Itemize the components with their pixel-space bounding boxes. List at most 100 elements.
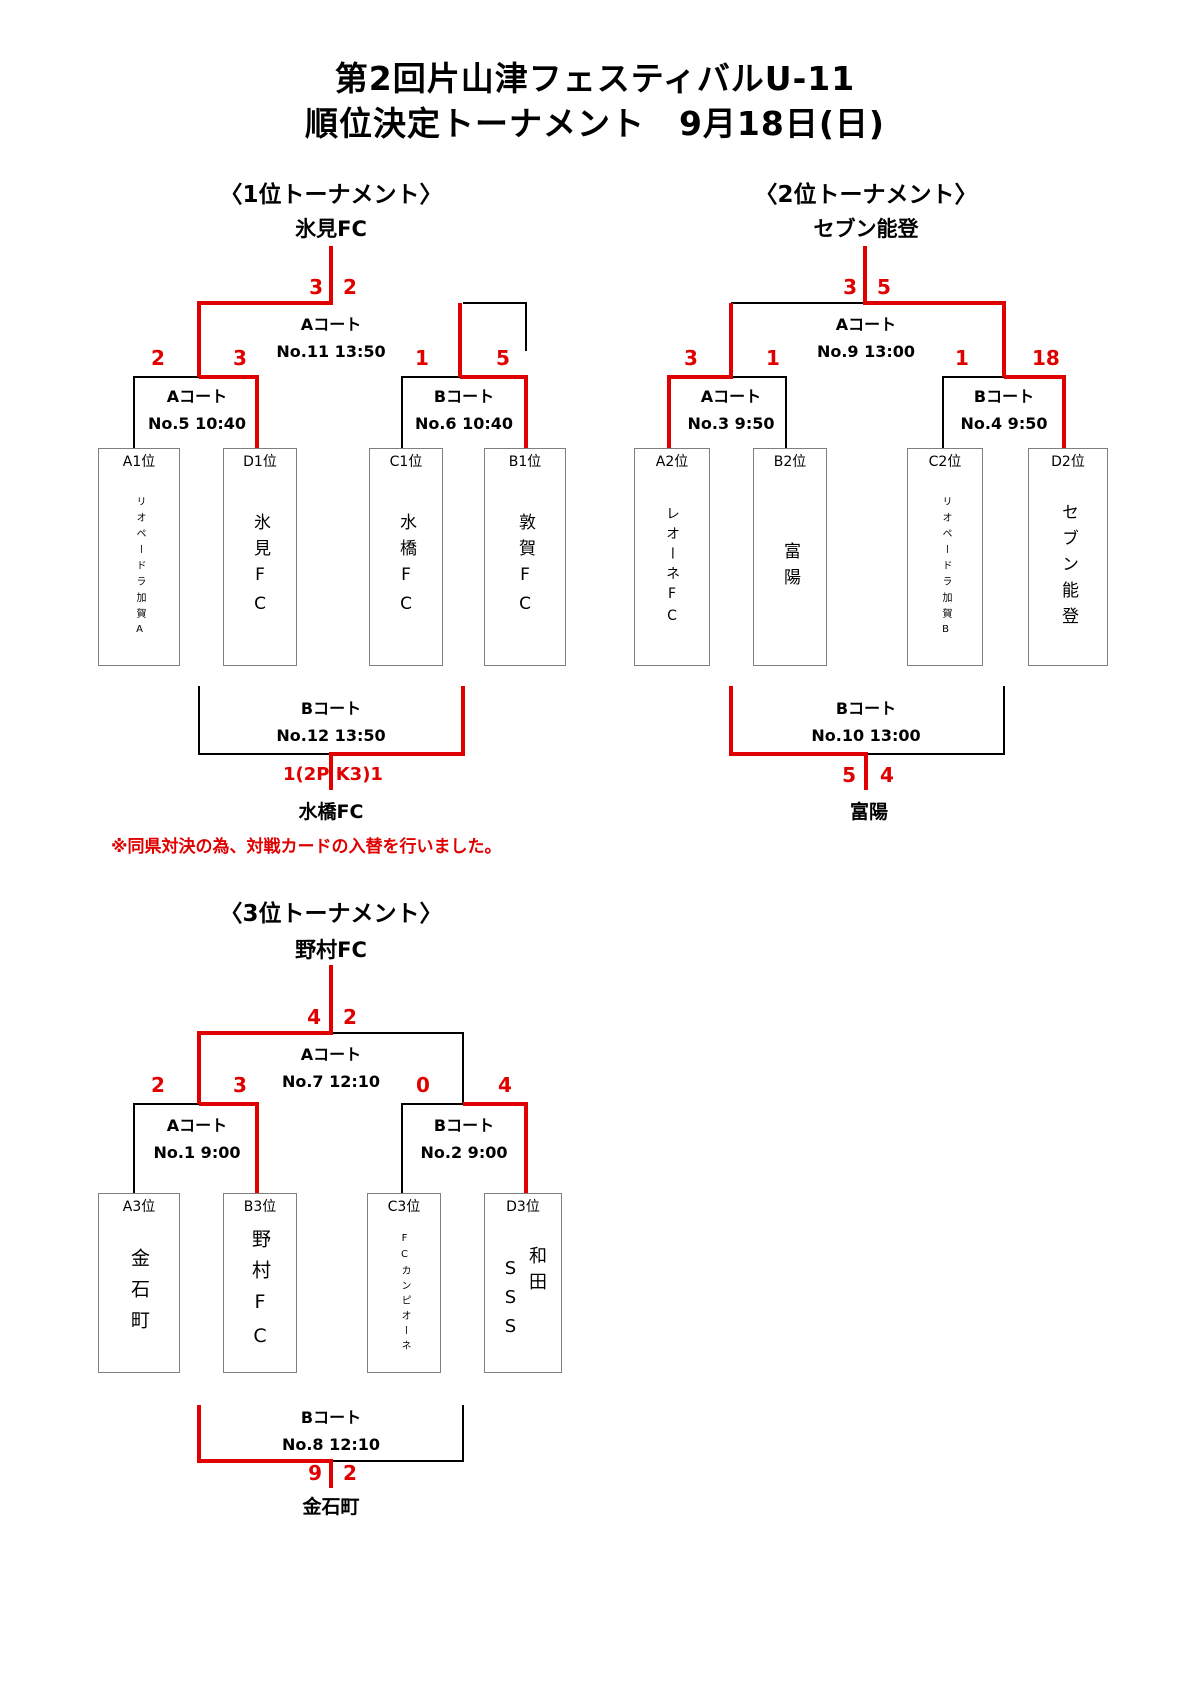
t2-semi-right-court: Bコート	[973, 387, 1035, 406]
t1-final-score-right: 2	[343, 275, 357, 299]
t1-team-seed-b1: B1位	[508, 454, 542, 470]
t3-third-winner: 金石町	[302, 1496, 360, 1518]
t3-team-seed-a3: A3位	[122, 1199, 156, 1215]
t2-team-box-a2: A2位 レオーネFC	[634, 448, 710, 666]
t1-team-box-b1: B1位 敦賀FC	[484, 448, 566, 666]
t3-team-seed-d3: D3位	[506, 1199, 540, 1215]
t1-team-seed-c1: C1位	[389, 454, 423, 470]
t2-semi-right-score-left: 1	[955, 346, 969, 370]
t3-team-seed-b3: B3位	[243, 1199, 277, 1215]
t1-semi-right-score-right: 5	[496, 346, 510, 370]
t1-note: ※同県対決の為、対戦カードの入替を行いました。	[111, 837, 502, 857]
t2-semi-left-match: No.3 9:50	[687, 414, 775, 433]
t3-final-score-left: 4	[307, 1005, 321, 1029]
t3-final-court: Aコート	[300, 1045, 362, 1064]
t2-third-winner: 富陽	[849, 801, 889, 823]
t1-final-score-left: 3	[309, 275, 323, 299]
page-subtitle: 順位決定トーナメント 9月18日(日)	[304, 104, 886, 143]
t3-team-name-d3-col2: 和田	[526, 1246, 547, 1298]
t1-final-info: Aコート No.11 13:50	[276, 311, 385, 365]
t1-third-score: 1(2P K3)1	[283, 764, 383, 785]
t1-heading: 〈1位トーナメント〉	[219, 182, 443, 208]
t1-semi-left-win-path	[199, 375, 259, 448]
t1-semi-right-win-path	[460, 375, 528, 448]
t1-third-left-line	[198, 686, 331, 755]
t2-semi-right-score-right: 18	[1032, 346, 1060, 370]
t3-semi-left-match: No.1 9:00	[153, 1143, 241, 1162]
t3-final-info: Aコート No.7 12:10	[282, 1041, 380, 1095]
t2-lines	[667, 246, 1066, 790]
t1-semi-left-score-left: 2	[151, 346, 165, 370]
t2-heading: 〈2位トーナメント〉	[754, 182, 978, 208]
t1-semi-right-info: Bコート No.6 10:40	[415, 383, 513, 437]
t2-third-info: Bコート No.10 13:00	[811, 695, 920, 749]
t2-team-seed-d2: D2位	[1051, 454, 1085, 470]
t2-team-name-a2: レオーネFC	[664, 506, 680, 630]
t2-semi-left-info: Aコート No.3 9:50	[688, 383, 775, 437]
t1-third-court: Bコート	[300, 699, 362, 718]
t3-third-match: No.8 12:10	[281, 1435, 381, 1454]
t3-champion: 野村FC	[295, 938, 367, 962]
t3-team-name-c3: FCカンピオーネ	[399, 1233, 410, 1355]
t1-semi-left-court: Aコート	[166, 387, 228, 406]
t3-semi-left-court: Aコート	[166, 1116, 228, 1135]
t2-final-court: Aコート	[835, 315, 897, 334]
t2-third-right-line	[866, 686, 1005, 755]
t2-semi-right-match: No.4 9:50	[960, 414, 1048, 433]
t3-semi-right-info: Bコート No.2 9:00	[421, 1112, 508, 1166]
t3-final-win-path	[197, 965, 333, 1104]
t3-semi-left-win-path	[199, 1102, 259, 1193]
t2-semi-left-court: Aコート	[700, 387, 762, 406]
t2-final-win-path	[863, 246, 1006, 377]
t1-final-right-line	[463, 302, 527, 351]
t1-team-seed-a1: A1位	[122, 454, 156, 470]
t2-team-name-d2: セブン能登	[1058, 503, 1078, 633]
t1-team-name-c1: 水橋FC	[396, 513, 416, 623]
t3-team-name-a3: 金石町	[128, 1247, 150, 1341]
t1-final-win-path	[197, 246, 333, 377]
t2-team-box-c2: C2位 リオペードラ加賀B	[907, 448, 983, 666]
t3-semi-right-match: No.2 9:00	[420, 1143, 508, 1162]
t2-team-box-b2: B2位 富陽	[753, 448, 827, 666]
t3-team-name-b3: 野村FC	[249, 1229, 271, 1359]
t3-third-score-left: 9	[308, 1461, 322, 1485]
t1-third-match: No.12 13:50	[276, 726, 386, 745]
t2-semi-left-score-right: 1	[766, 346, 780, 370]
t3-semi-left-info: Aコート No.1 9:00	[154, 1112, 241, 1166]
t3-team-box-b3: B3位 野村FC	[223, 1193, 297, 1373]
t3-third-info: Bコート No.8 12:10	[282, 1404, 380, 1458]
t3-third-court: Bコート	[300, 1408, 362, 1427]
t2-final-score-left: 3	[843, 275, 857, 299]
t3-third-right-line	[331, 1405, 464, 1462]
t2-team-name-b2: 富陽	[780, 542, 800, 594]
t2-semi-left-score-left: 3	[684, 346, 698, 370]
t2-team-seed-a2: A2位	[655, 454, 689, 470]
t2-team-name-c2: リオペードラ加賀B	[940, 495, 951, 641]
t1-semi-left-left-line	[133, 376, 201, 448]
t3-semi-right-court: Bコート	[433, 1116, 495, 1135]
t3-semi-right-score-right: 4	[498, 1073, 512, 1097]
t1-champion: 氷見FC	[295, 217, 367, 241]
t1-semi-left-match: No.5 10:40	[147, 414, 247, 433]
t3-team-box-c3: C3位 FCカンピオーネ	[367, 1193, 441, 1373]
t2-champion: セブン能登	[813, 217, 919, 241]
page-title: 第2回片山津フェスティバルU-11	[334, 59, 856, 98]
t2-final-info: Aコート No.9 13:00	[817, 311, 915, 365]
t1-team-box-d1: D1位 氷見FC	[223, 448, 297, 666]
t3-semi-right-win-path	[463, 1102, 528, 1193]
t1-final-court: Aコート	[300, 315, 362, 334]
t2-final-score-right: 5	[877, 275, 891, 299]
t3-team-box-a3: A3位 金石町	[98, 1193, 180, 1373]
t2-team-seed-c2: C2位	[928, 454, 962, 470]
t3-semi-left-score-left: 2	[151, 1073, 165, 1097]
t2-semi-left-right-line	[731, 376, 787, 448]
t1-semi-left-info: Aコート No.5 10:40	[148, 383, 246, 437]
t1-semi-right-left-line	[401, 376, 460, 448]
t1-team-box-a1: A1位 リオペードラ加賀A	[98, 448, 180, 666]
t2-team-seed-b2: B2位	[773, 454, 807, 470]
t3-team-box-d3: D3位 SSS 和田	[484, 1193, 562, 1373]
t1-third-info: Bコート No.12 13:50	[276, 695, 385, 749]
t3-lines	[133, 965, 528, 1488]
t2-third-score-left: 5	[842, 763, 856, 787]
